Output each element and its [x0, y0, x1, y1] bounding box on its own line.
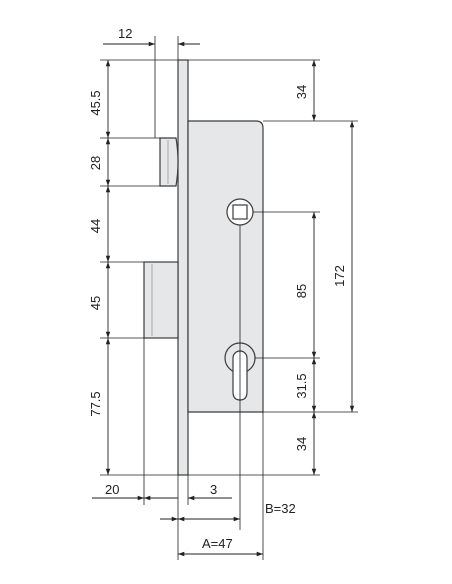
dim-bolt-to-bottom: 77.5 — [88, 391, 103, 416]
dimension-lines — [92, 41, 355, 557]
dim-bolt-height: 45 — [88, 296, 103, 310]
dim-case-bottom-to-end: 34 — [294, 437, 309, 451]
dim-backset-a: A=47 — [202, 536, 233, 551]
dim-spindle-to-cylinder: 85 — [294, 284, 309, 298]
dimension-labels: 12 45.5 28 44 45 77.5 34 85 31.5 34 172 … — [88, 26, 347, 551]
dead-bolt — [143, 261, 179, 339]
dim-case-height: 172 — [332, 265, 347, 287]
dim-top-to-case: 34 — [294, 85, 309, 99]
lock-body — [143, 59, 264, 476]
lock-case — [187, 120, 264, 413]
dim-faceplate-width: 12 — [118, 26, 132, 41]
dim-backset-b: B=32 — [265, 501, 296, 516]
dim-latch-to-bolt: 44 — [88, 219, 103, 233]
faceplate — [177, 59, 189, 476]
dim-top-to-latch: 45.5 — [88, 90, 103, 115]
dim-bolt-throw: 20 — [105, 482, 119, 497]
dim-faceplate-thickness: 3 — [210, 482, 217, 497]
latch-bolt — [159, 137, 179, 187]
dim-cylinder-to-case-bottom: 31.5 — [294, 373, 309, 398]
dim-latch-height: 28 — [88, 156, 103, 170]
spindle-follower — [226, 198, 254, 226]
